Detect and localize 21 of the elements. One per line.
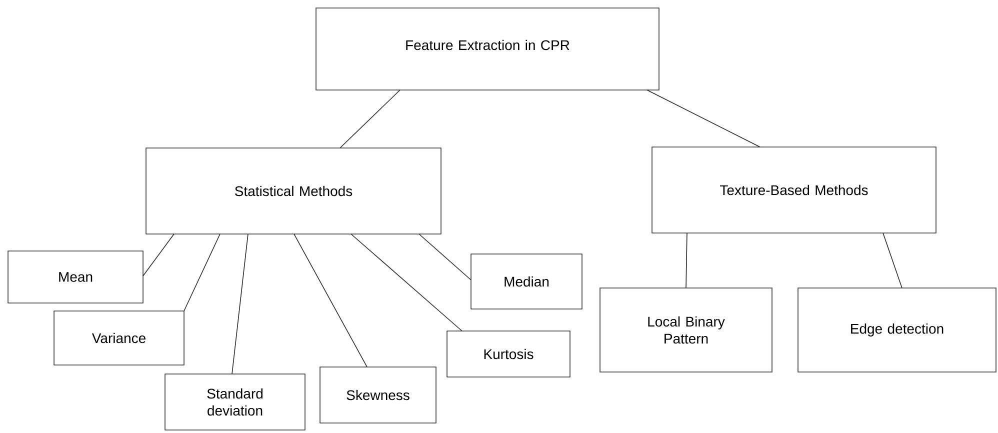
connector-line [184,234,220,312]
method-box: Median [470,254,582,310]
method-box: Edge detection [798,288,996,372]
method-box: Standard deviation [164,374,306,430]
connector-line [142,234,174,276]
category-box: Texture-Based Methods [652,146,936,234]
method-box: Kurtosis [446,330,570,378]
connector-line [340,90,400,148]
method-box: Variance [54,310,184,366]
connector-line [882,232,902,288]
title-box: Feature Extraction in CPR [316,8,660,90]
method-box: Skewness [320,366,436,424]
connector-line [418,234,472,280]
method-box: Mean [8,250,144,304]
connector-line [686,232,688,288]
category-box: Statistical Methods [146,148,442,234]
connector-line [350,234,462,332]
connector-line [294,234,368,368]
connector-line [646,90,760,148]
connector-line [232,234,248,374]
method-box: Local Binary Pattern [600,288,772,372]
